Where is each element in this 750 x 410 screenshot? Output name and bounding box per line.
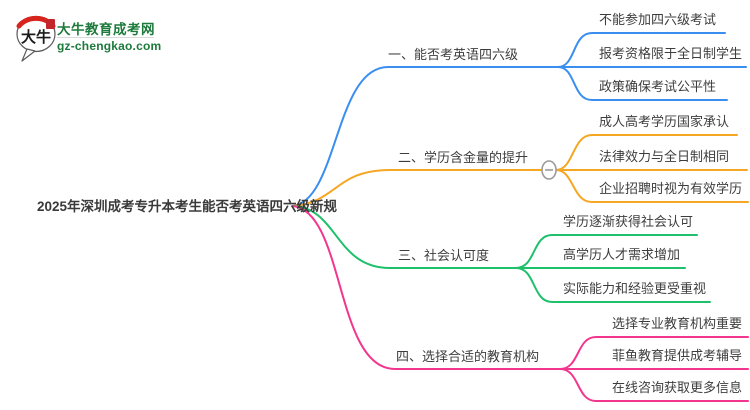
logo-bubble-text: 大牛 [21,28,51,46]
collapse-toggle[interactable] [541,160,557,180]
branch-2-connectors [292,134,749,207]
logo-seal-icon [46,19,55,29]
branch-3-child-2[interactable]: 高学历人才需求增加 [563,247,681,262]
branch-4-child-1[interactable]: 选择专业教育机构重要 [612,316,743,331]
branch-4-topic[interactable]: 四、选择合适的教育机构 [396,349,540,364]
branch-1-child-2[interactable]: 报考资格限于全日制学生 [599,46,743,61]
branch-1-child-3[interactable]: 政策确保考试公平性 [599,79,717,94]
branch-3-topic[interactable]: 三、社会认可度 [398,248,490,263]
branch-1-topic[interactable]: 一、能否考英语四六级 [388,47,519,62]
branch-1-child-1[interactable]: 不能参加四六级考试 [599,12,717,27]
site-name: 大牛教育成考网 [57,22,155,37]
branch-2-topic[interactable]: 二、学历含金量的提升 [398,150,529,165]
branch-2-child-3[interactable]: 企业招聘时视为有效学历 [599,181,743,196]
logo-bubble-icon: 大牛 [16,15,56,62]
branch-4-connectors [292,205,749,402]
branch-3-child-3[interactable]: 实际能力和经验更受重视 [563,281,707,296]
branch-4-child-2[interactable]: 菲鱼教育提供成考辅导 [612,348,743,363]
branch-3-connectors [292,205,711,303]
root-topic[interactable]: 2025年深圳成考专升本考生能否考英语四六级新规 [37,199,338,214]
branch-2-child-1[interactable]: 成人高考学历国家承认 [599,114,730,129]
site-logo[interactable]: 大牛 大牛教育成考网 gz-chengkao.com [12,10,202,68]
site-url[interactable]: gz-chengkao.com [57,39,162,53]
branch-3-child-1[interactable]: 学历逐渐获得社会认可 [563,214,694,229]
branch-4-child-3[interactable]: 在线咨询获取更多信息 [612,380,743,395]
branch-1-connectors [292,32,747,207]
logo-divider [57,37,154,38]
branch-2-child-2[interactable]: 法律效力与全日制相同 [599,149,730,164]
